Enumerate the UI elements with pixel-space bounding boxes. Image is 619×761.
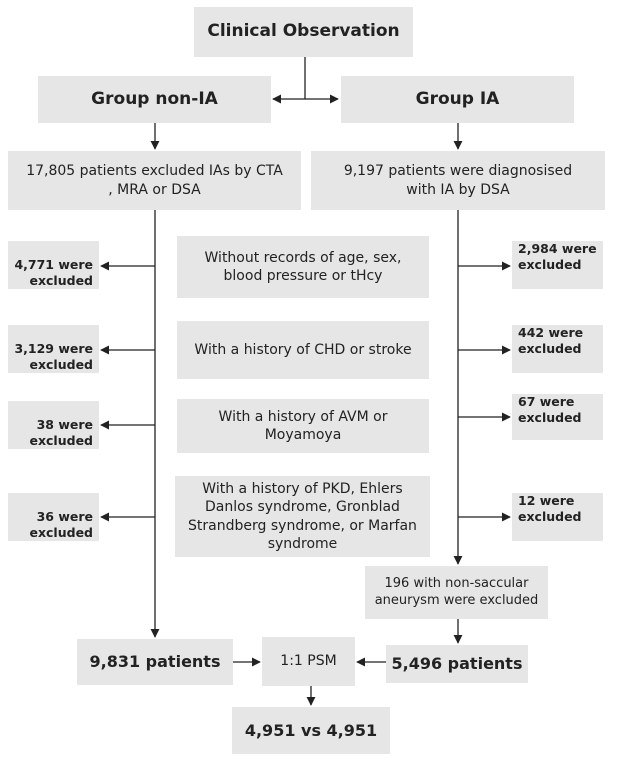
criteria-1-line-2: blood pressure or tHcy: [223, 268, 383, 284]
non-saccular-line-1: 196 with non-saccular: [384, 575, 529, 591]
non-ia-start-box: 17,805 patients excluded IAs by CTA , MR…: [8, 151, 301, 210]
left-excluded-3-line-2: excluded: [29, 432, 93, 448]
criteria-4-line-2: Danlos syndrome, Gronblad: [205, 499, 400, 516]
non-ia-final-box: 9,831 patients: [77, 639, 233, 685]
ia-start-line-2: with IA by DSA: [406, 181, 510, 198]
left-excluded-1-line-1: 4,771 were: [14, 256, 93, 272]
right-excluded-box-2: 442 were excluded: [512, 325, 603, 373]
non-ia-start-line-1: 17,805 patients excluded IAs by CTA: [26, 163, 283, 180]
left-excluded-box-2: 3,129 were excluded: [8, 325, 99, 373]
right-excluded-1-line-1: 2,984 were: [518, 241, 597, 256]
psm-label: 1:1 PSM: [280, 652, 337, 669]
group-ia-label: Group IA: [415, 88, 500, 109]
ia-final-box: 5,496 patients: [386, 645, 528, 683]
left-excluded-box-1: 4,771 were excluded: [8, 241, 99, 289]
criteria-box-3: With a history of AVM or Moyamoya: [177, 399, 429, 453]
criteria-2-line-1: With a history of CHD or stroke: [194, 341, 412, 358]
criteria-4-line-1: With a history of PKD, Ehlers: [202, 481, 403, 498]
left-excluded-1-line-2: excluded: [29, 272, 93, 288]
non-ia-final-label: 9,831 patients: [89, 652, 221, 671]
left-excluded-3-line-1: 38 were: [36, 416, 93, 432]
criteria-3-line-2: Moyamoya: [264, 427, 342, 443]
criteria-4-line-3: Strandberg syndrome, or Marfan: [188, 517, 417, 534]
ia-start-box: 9,197 patients were diagnosised with IA …: [311, 151, 605, 210]
right-excluded-3-line-1: 67 were: [518, 394, 575, 409]
left-excluded-4-line-2: excluded: [29, 524, 93, 540]
non-ia-start-line-2: , MRA or DSA: [108, 181, 201, 198]
non-saccular-line-2: aneurysm were excluded: [374, 592, 539, 608]
clinical-observation-box: Clinical Observation: [194, 7, 413, 57]
right-excluded-box-1: 2,984 were excluded: [512, 241, 603, 289]
left-excluded-2-line-2: excluded: [29, 356, 93, 372]
group-non-ia-label: Group non-IA: [91, 88, 218, 109]
group-non-ia-box: Group non-IA: [38, 76, 271, 123]
left-excluded-4-line-1: 36 were: [36, 508, 93, 524]
left-excluded-box-3: 38 were excluded: [8, 401, 99, 449]
group-ia-box: Group IA: [341, 76, 574, 123]
right-excluded-2-line-2: excluded: [518, 341, 582, 357]
non-saccular-box: 196 with non-saccular aneurysm were excl…: [365, 566, 548, 619]
matched-box: 4,951 vs 4,951: [232, 707, 390, 754]
right-excluded-2-line-1: 442 were: [518, 325, 584, 340]
criteria-1-line-1: Without records of age, sex,: [204, 249, 402, 266]
right-excluded-4-line-2: excluded: [518, 509, 582, 525]
right-excluded-box-4: 12 were excluded: [512, 493, 603, 541]
right-excluded-box-3: 67 were excluded: [512, 394, 603, 440]
left-excluded-box-4: 36 were excluded: [8, 493, 99, 541]
criteria-3-line-1: With a history of AVM or: [218, 408, 388, 425]
criteria-box-1: Without records of age, sex, blood press…: [177, 236, 429, 298]
clinical-observation-title: Clinical Observation: [207, 21, 400, 42]
left-excluded-2-line-1: 3,129 were: [14, 340, 93, 356]
right-excluded-3-line-2: excluded: [518, 410, 582, 426]
psm-box: 1:1 PSM: [262, 637, 355, 686]
right-excluded-1-line-2: excluded: [518, 257, 582, 273]
criteria-box-2: With a history of CHD or stroke: [177, 321, 429, 379]
ia-final-label: 5,496 patients: [391, 654, 523, 673]
matched-label: 4,951 vs 4,951: [244, 720, 378, 740]
criteria-4-line-4: syndrome: [267, 535, 338, 552]
right-excluded-4-line-1: 12 were: [518, 493, 575, 508]
ia-start-line-1: 9,197 patients were diagnosised: [343, 163, 573, 180]
criteria-box-4: With a history of PKD, Ehlers Danlos syn…: [175, 476, 430, 557]
